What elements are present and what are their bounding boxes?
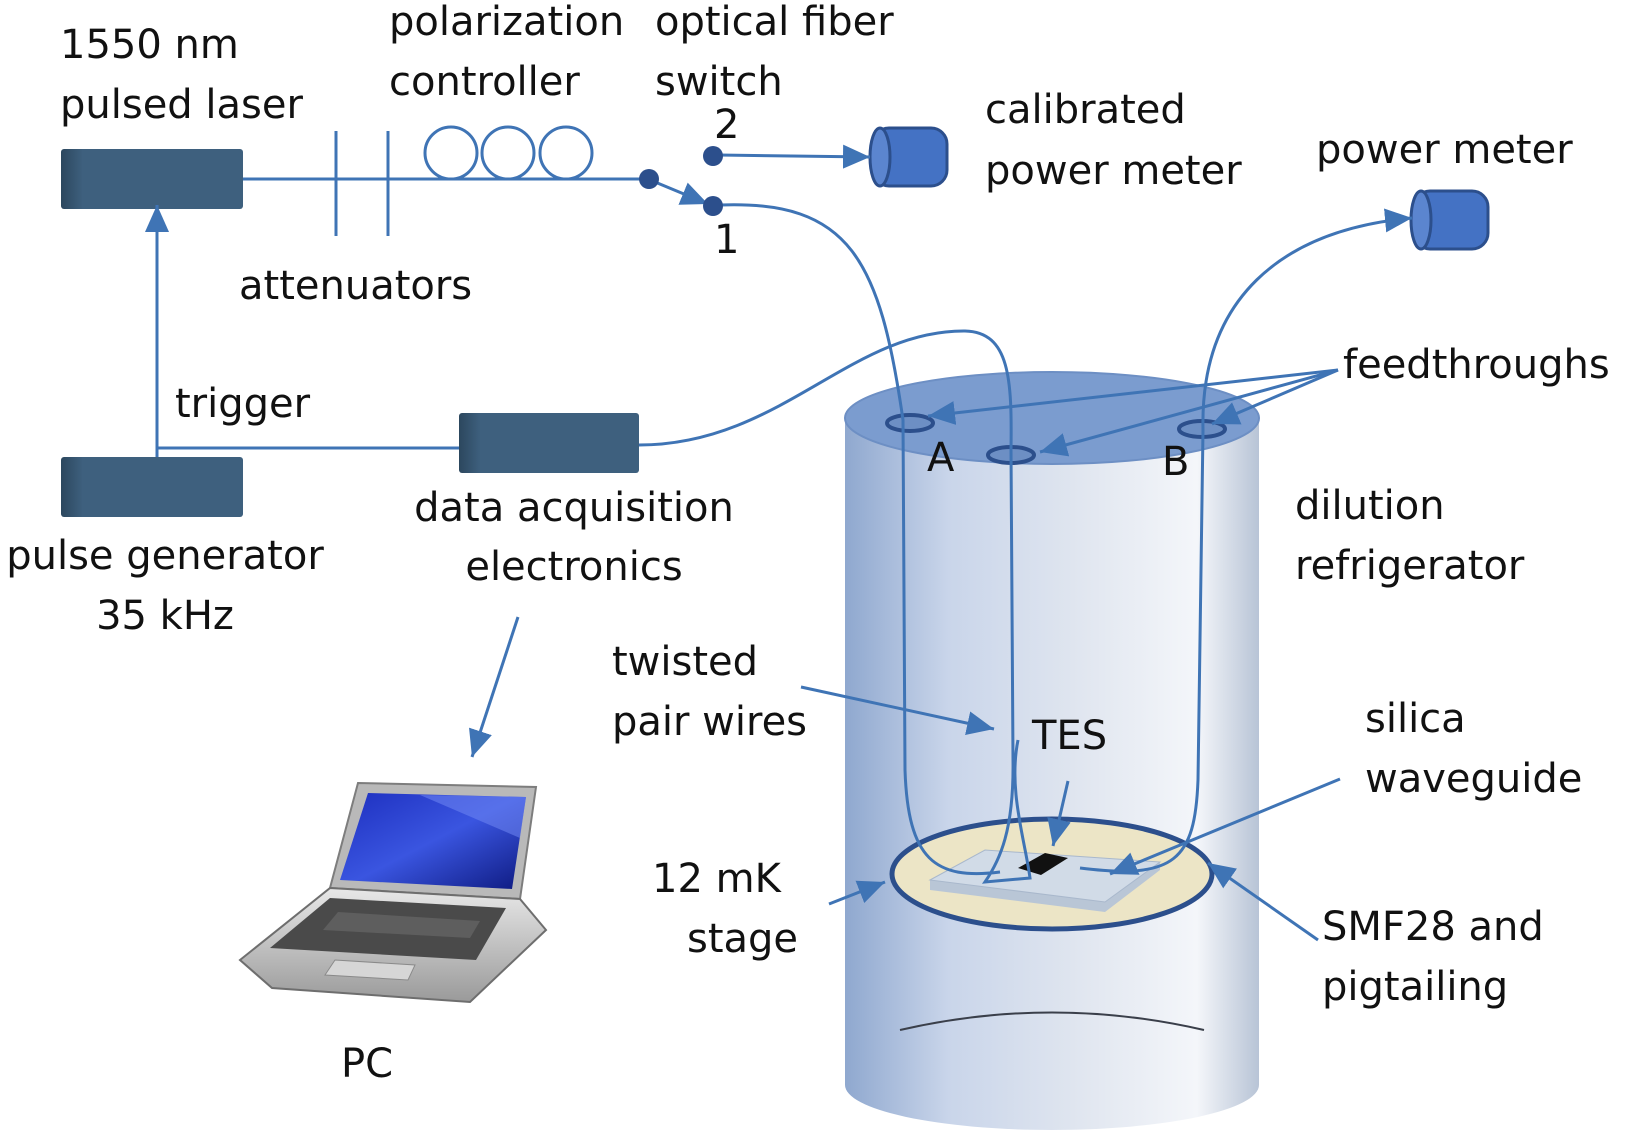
daq-label-line2: electronics (465, 544, 683, 590)
silica-waveguide-chip (928, 849, 1162, 912)
waveguide-label-line2: waveguide (1365, 756, 1583, 802)
tes-label: TES (1032, 713, 1108, 759)
laser-label-line1: 1550 nm (60, 22, 239, 68)
fiber-chip-to-power-meter (1079, 208, 1413, 873)
pulsed-laser (61, 149, 243, 209)
dilution-refrigerator (844, 371, 1260, 1130)
pulse-generator-label-line1: pulse generator (6, 533, 324, 579)
pol-loop-2 (480, 125, 536, 181)
tes-arrow (1047, 780, 1071, 847)
laser-label-line2: pulsed laser (60, 82, 303, 128)
twisted-pair-arrow (800, 685, 995, 735)
stage-label-line1: 12 mK (652, 856, 781, 902)
power-meter-label: power meter (1316, 127, 1573, 173)
switch-input-node (639, 169, 659, 189)
feedthrough-arrow-a (927, 368, 1339, 425)
feedthroughs-label: feedthroughs (1343, 342, 1610, 388)
attenuators-label: attenuators (239, 263, 473, 309)
pol-loop-1 (423, 125, 479, 181)
pc-label: PC (341, 1041, 394, 1087)
feedthrough-arrow-b (1211, 368, 1339, 426)
feedthrough-a-label: A (927, 435, 955, 481)
twisted-pair-label-line1: twisted (612, 639, 759, 685)
feedthrough-a (885, 413, 935, 433)
laptop-icon (238, 781, 548, 1004)
switch-lever (654, 180, 709, 206)
tes-chip (1018, 853, 1068, 875)
waveguide-label-line1: silica (1365, 696, 1466, 742)
calibrated-meter-label-line1: calibrated (985, 87, 1186, 133)
stage-arrow (828, 880, 886, 906)
switch-port-2-label: 2 (714, 102, 739, 148)
switch-port-2-node (703, 146, 723, 166)
stage-label-line2: stage (687, 916, 799, 962)
power-meter-icon (868, 126, 949, 188)
fridge-label-line2: refrigerator (1295, 543, 1525, 589)
switch-port-1-label: 1 (714, 217, 739, 263)
twisted-pair-label-line2: pair wires (612, 699, 808, 745)
daq-to-pc (469, 616, 520, 758)
feedthrough-b-label: B (1162, 439, 1189, 485)
fridge-label-line1: dilution (1295, 483, 1445, 529)
fiber-switch-label-line2: switch (655, 59, 783, 105)
daq-label-line1: data acquisition (414, 485, 734, 531)
trigger-label: trigger (175, 381, 311, 427)
power-meter-icon (1409, 189, 1490, 251)
daq-electronics (459, 413, 639, 473)
feedthrough-arrow-center (1039, 368, 1339, 457)
smf28-label-line1: SMF28 and (1322, 904, 1544, 950)
pulse-generator (61, 457, 243, 517)
calibrated-meter-label-line2: power meter (985, 148, 1242, 194)
fiber-to-calibrated-meter (717, 144, 871, 169)
smf28-label-line2: pigtailing (1322, 964, 1509, 1010)
polarization-label-line2: controller (389, 59, 580, 105)
pol-loop-3 (538, 125, 594, 181)
switch-port-1-node (703, 196, 723, 216)
smf28-arrow (1207, 861, 1319, 942)
polarization-label-line1: polarization (389, 0, 625, 45)
fiber-switch-label-line1: optical fiber (655, 0, 894, 45)
fiber-port1-to-chip (719, 203, 1001, 876)
twisted-pair-wires (638, 329, 1032, 884)
waveguide-arrow (1109, 777, 1341, 876)
pulse-generator-label-line2: 35 kHz (96, 593, 234, 639)
